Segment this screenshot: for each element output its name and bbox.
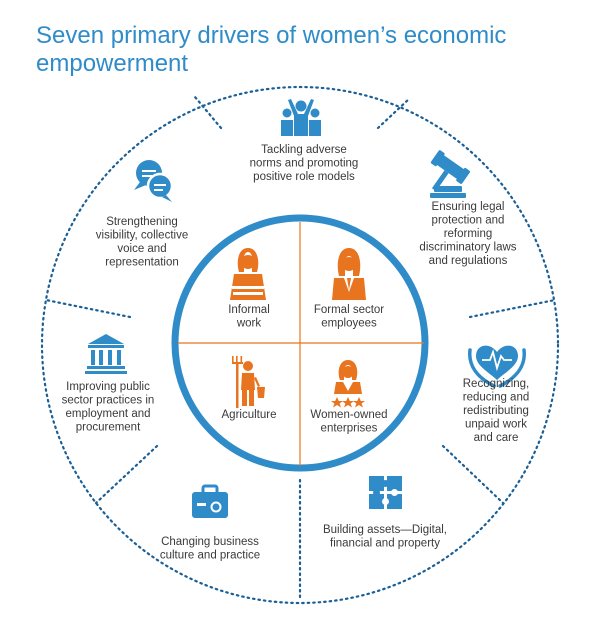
inner-category-label-4: Women-owned enterprises bbox=[310, 409, 387, 435]
outer-driver-label-line: reducing and bbox=[463, 392, 530, 404]
page-title: Seven primary drivers of women’s economi… bbox=[36, 22, 507, 77]
inner-category-label-line: work bbox=[236, 318, 262, 330]
divider-7 bbox=[44, 298, 132, 319]
outer-driver-label-line: Changing business bbox=[161, 536, 259, 548]
outer-driver-label-line: protection and bbox=[432, 215, 505, 227]
inner-category-label-3: Agriculture bbox=[222, 409, 277, 421]
outer-driver-label-line: discriminatory laws bbox=[419, 242, 516, 254]
inner-category-label-line: enterprises bbox=[321, 423, 378, 435]
outer-driver-label-line: Ensuring legal bbox=[432, 201, 505, 213]
outer-driver-label-line: Building assets—Digital, bbox=[323, 524, 447, 536]
puzzle-icon bbox=[369, 476, 402, 509]
inner-category-label-1: Informal work bbox=[228, 304, 270, 330]
outer-driver-label-4: Building assets—Digital, financial and pr… bbox=[323, 524, 447, 550]
people-celebrating-icon bbox=[281, 99, 321, 136]
outer-driver-label-line: financial and property bbox=[330, 538, 440, 550]
speech-bubbles-icon bbox=[134, 160, 174, 202]
informal-worker-icon bbox=[230, 248, 266, 300]
inner-category-label-2: Formal sector employees bbox=[314, 304, 384, 330]
outer-driver-label-line: procurement bbox=[76, 422, 141, 434]
briefcase-icon bbox=[192, 484, 228, 518]
inner-category-label-line: Women-owned bbox=[310, 409, 387, 421]
inner-category-label-line: employees bbox=[321, 318, 377, 330]
inner-category-label-line: Agriculture bbox=[222, 409, 277, 421]
divider-6 bbox=[94, 444, 159, 505]
outer-driver-label-line: Tackling adverse bbox=[261, 144, 347, 156]
inner-category-labels: Informal work Formal sector employeesAgricu… bbox=[222, 304, 388, 435]
heart-in-hands-icon bbox=[468, 345, 526, 388]
outer-driver-label-line: employment and bbox=[65, 408, 150, 420]
outer-driver-label-line: Recognizing, bbox=[463, 378, 529, 390]
outer-driver-label-line: culture and practice bbox=[160, 550, 260, 562]
outer-driver-label-line: unpaid work bbox=[465, 419, 527, 431]
entrepreneur-icon bbox=[331, 360, 365, 408]
outer-driver-label-line: representation bbox=[105, 257, 179, 269]
outer-driver-label-line: voice and bbox=[117, 243, 166, 255]
outer-driver-label-line: Strengthening bbox=[106, 216, 178, 228]
bank-building-icon bbox=[85, 334, 127, 374]
outer-driver-label-line: redistributing bbox=[463, 405, 529, 417]
sector-dividers bbox=[44, 95, 557, 603]
outer-driver-label-line: Improving public bbox=[66, 381, 150, 393]
inner-category-label-line: Informal bbox=[228, 304, 270, 316]
outer-driver-label-line: and regulations bbox=[429, 255, 508, 267]
divider-4 bbox=[441, 444, 505, 505]
outer-driver-label-line: norms and promoting bbox=[250, 158, 359, 170]
divider-2 bbox=[376, 96, 412, 130]
outer-driver-label-line: sector practices in bbox=[62, 395, 155, 407]
outer-driver-label-line: visibility, collective bbox=[96, 230, 188, 242]
divider-3 bbox=[468, 298, 557, 319]
outer-driver-label-line: positive role models bbox=[253, 171, 355, 183]
inner-category-label-line: Formal sector bbox=[314, 304, 384, 316]
gavel-icon bbox=[430, 150, 471, 198]
farmer-icon bbox=[232, 356, 265, 408]
outer-driver-label-line: reforming bbox=[444, 228, 493, 240]
formal-employee-icon bbox=[332, 248, 366, 300]
outer-ring bbox=[40, 85, 560, 605]
divider-1 bbox=[193, 95, 223, 130]
outer-driver-label-line: and care bbox=[474, 432, 519, 444]
outer-driver-label-5: Changing business culture and practice bbox=[160, 536, 260, 562]
